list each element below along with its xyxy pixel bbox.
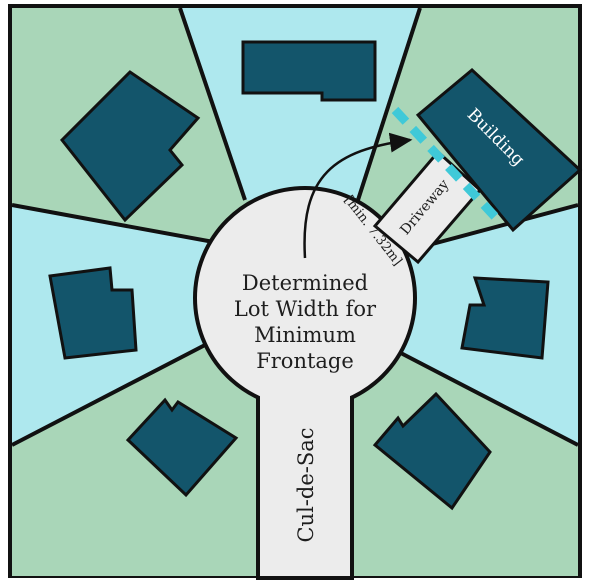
lot-lines: [11, 7, 579, 447]
building-bottom-left: [125, 397, 239, 498]
building-left: [48, 266, 138, 360]
building-top-left: [59, 70, 201, 223]
curved-arrow-icon: [303, 132, 413, 259]
cul-de-sac-road: [193, 186, 417, 580]
buildings: [48, 40, 583, 511]
lot-bottom-left: [12, 345, 258, 576]
center-label-line2: Lot Width for: [234, 297, 377, 321]
center-label-line3: Minimum: [254, 323, 356, 347]
center-label-line1: Determined: [242, 271, 368, 295]
building-top-center: [241, 40, 377, 102]
building-bottom-right: [372, 391, 492, 511]
building-main: [415, 68, 583, 233]
building-right: [460, 276, 550, 360]
center-label-line4: Frontage: [256, 349, 354, 373]
street-label: Cul-de-Sac: [294, 427, 318, 542]
road-seam-cover: [260, 380, 350, 410]
